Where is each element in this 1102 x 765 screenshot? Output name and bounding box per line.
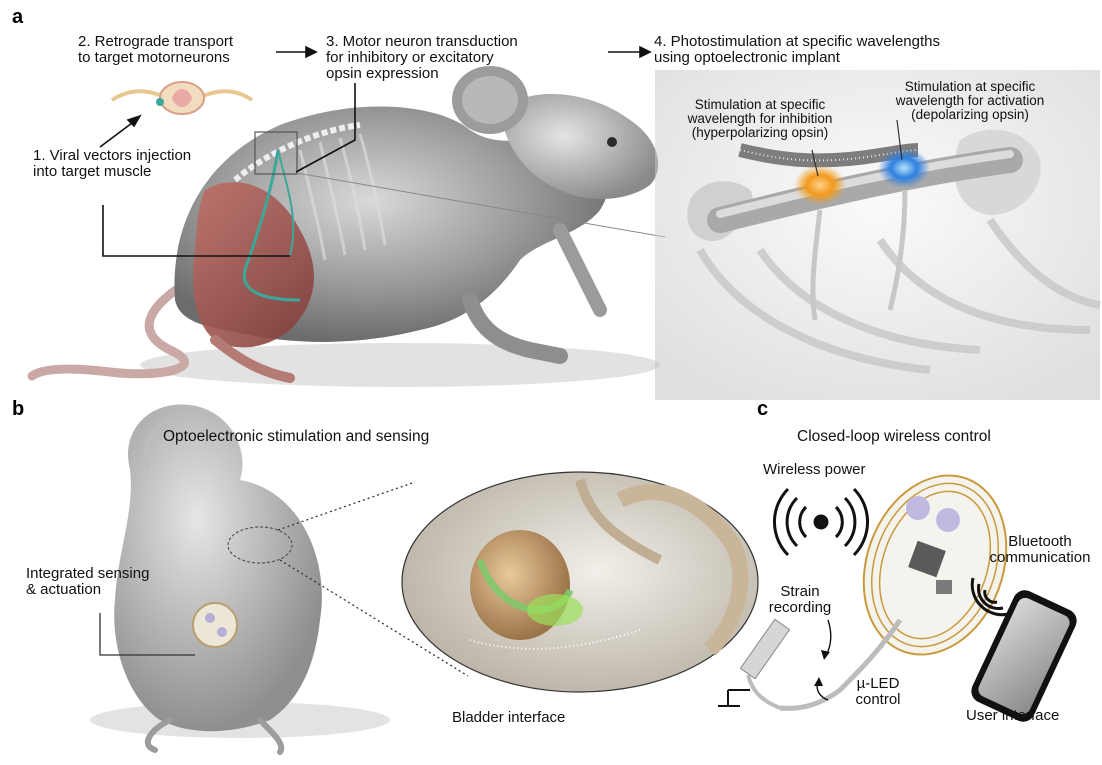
panel-b-title: Optoelectronic stimulation and sensing bbox=[163, 428, 429, 446]
implant-disk bbox=[193, 603, 237, 647]
step-2-label: 2. Retrograde transport to target motorn… bbox=[78, 34, 233, 66]
panel-letter-a: a bbox=[12, 6, 23, 29]
bladder-interface-view bbox=[402, 472, 758, 692]
step-4-label: 4. Photostimulation at specific waveleng… bbox=[654, 34, 940, 66]
panel-c-title: Closed-loop wireless control bbox=[797, 428, 991, 446]
spinal-cord-icon bbox=[112, 82, 252, 114]
sensing-label: Integrated sensing & actuation bbox=[26, 566, 149, 598]
user-interface-label: User interface bbox=[966, 708, 1059, 724]
step-1-label: 1. Viral vectors injection into target m… bbox=[33, 148, 191, 180]
strain-label: Strain recording bbox=[760, 584, 840, 616]
led-control-label: µ-LED control bbox=[843, 676, 913, 708]
activation-label: Stimulation at specific wavelength for a… bbox=[880, 80, 1060, 122]
panel-letter-c: c bbox=[757, 398, 768, 421]
inhibition-label: Stimulation at specific wavelength for i… bbox=[670, 98, 850, 140]
rat-illustration-a bbox=[32, 66, 660, 387]
wireless-power-icon bbox=[774, 489, 867, 555]
bluetooth-label: Bluetooth communication bbox=[985, 534, 1095, 566]
inhibition-led bbox=[794, 165, 846, 205]
panel-letter-b: b bbox=[12, 398, 24, 421]
step-3-label: 3. Motor neuron transduction for inhibit… bbox=[326, 34, 518, 82]
activation-led bbox=[878, 148, 930, 188]
wireless-power-label: Wireless power bbox=[763, 462, 866, 478]
bladder-label: Bladder interface bbox=[452, 710, 565, 726]
